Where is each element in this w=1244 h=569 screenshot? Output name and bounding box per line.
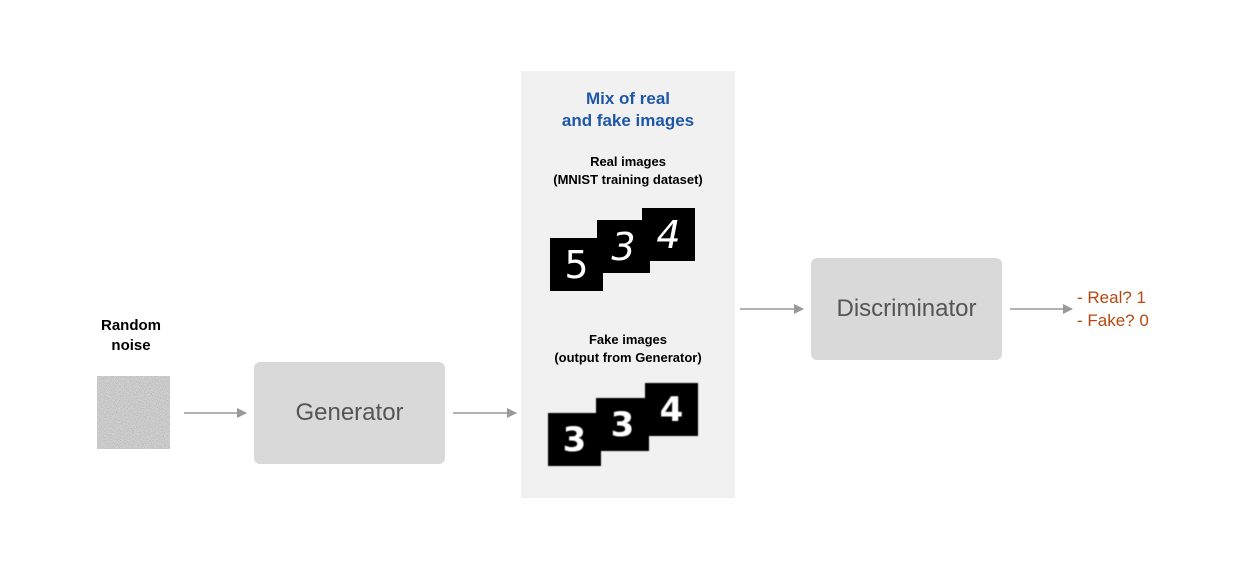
generator-block: Generator [254, 362, 445, 464]
noise-pattern [97, 376, 170, 449]
fake-digit-image: 3 [596, 398, 649, 451]
mix-panel-title-line1: Mix of real [585, 89, 671, 108]
fake-digit-image: 4 [645, 383, 698, 436]
mix-panel-title-line2: and fake images [561, 111, 695, 130]
fake-images-title-line1: Fake images [588, 332, 668, 347]
real-images-title-line1: Real images [590, 154, 666, 169]
random-noise-image [97, 376, 170, 449]
fake-images-title-line2: (output from Generator) [554, 350, 702, 365]
discriminator-output: - Real? 1 - Fake? 0 [1077, 286, 1149, 332]
output-real-line: - Real? 1 [1077, 288, 1146, 307]
discriminator-label: Discriminator [836, 295, 977, 322]
random-noise-label-line1: Random [101, 317, 161, 334]
fake-digit-2: 3 [610, 404, 635, 445]
fake-images-title: Fake images (output from Generator) [521, 331, 735, 367]
real-images-title: Real images (MNIST training dataset) [521, 153, 735, 189]
mix-panel-title: Mix of real and fake images [521, 88, 735, 132]
real-digit-image: 4 [642, 208, 695, 261]
real-images-title-line2: (MNIST training dataset) [553, 172, 703, 187]
real-digit-1: 5 [564, 242, 589, 287]
fake-digit-image: 3 [548, 413, 601, 466]
real-digit-2: 3 [611, 224, 636, 269]
fake-digit-1: 3 [562, 419, 587, 460]
fake-digit-3: 4 [659, 389, 684, 430]
random-noise-label: Random noise [88, 316, 174, 356]
output-fake-line: - Fake? 0 [1077, 311, 1149, 330]
random-noise-label-line2: noise [111, 337, 151, 354]
real-digit-image: 3 [597, 220, 650, 273]
real-digit-3: 4 [656, 212, 681, 257]
real-digit-image: 5 [550, 238, 603, 291]
discriminator-block: Discriminator [811, 258, 1002, 360]
generator-label: Generator [295, 399, 404, 426]
